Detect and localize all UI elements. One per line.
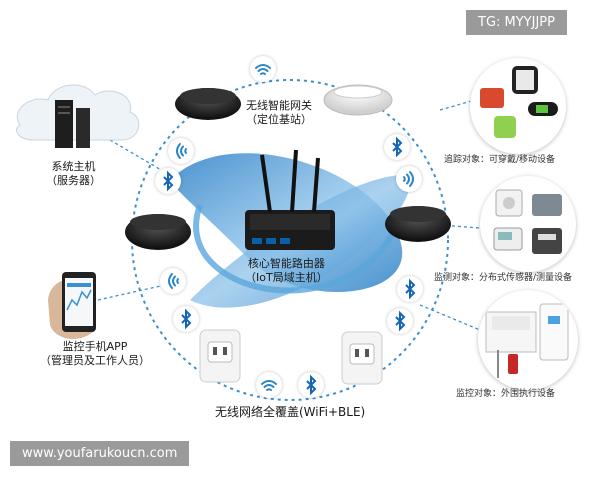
gateway-label-line1: 无线智能网关 [246, 99, 312, 112]
tracking-label: 追踪对象：可穿戴/移动设备 [444, 155, 556, 165]
monitoring-label: 监测对象：分布式传感器/测量设备 [434, 273, 573, 283]
gateway-black-left [125, 214, 191, 250]
router-label-line1: 核心智能路由器 [247, 257, 325, 270]
link-app [97, 284, 166, 301]
wifi-icon [168, 138, 194, 164]
app-label-line2: （管理员及工作人员） [40, 354, 150, 367]
wifi-icon [250, 56, 276, 82]
watermark-top: TG: MYYJJPP [466, 10, 567, 35]
coverage-label: 无线网络全覆盖(WiFi+BLE) [215, 405, 366, 419]
gateway-black-right [385, 206, 451, 242]
server-label: 系统主机 （服务器） [46, 160, 101, 188]
bluetooth-icon [298, 372, 324, 398]
wifi-icon [396, 166, 422, 192]
watermark-bottom: www.youfarukoucn.com [10, 441, 190, 466]
orbit-swoosh-3 [193, 203, 399, 294]
bluetooth-icon [155, 168, 181, 194]
gateway-black-top [175, 88, 241, 120]
wifi-icon [256, 372, 282, 398]
gateway-white [323, 84, 393, 116]
router-label: 核心智能路由器 （IoT局域主机） [245, 257, 328, 285]
router-image [245, 149, 335, 250]
app-label-line1: 监控手机APP [62, 340, 128, 353]
phone-app-image [48, 272, 96, 340]
link-tracking [439, 99, 476, 111]
bluetooth-icon [384, 134, 410, 160]
server-label-line2: （服务器） [46, 174, 101, 187]
app-label: 监控手机APP （管理员及工作人员） [40, 340, 150, 368]
link-control [419, 304, 481, 331]
router-label-line2: （IoT局域主机） [245, 271, 328, 284]
monitoring-devices-image [480, 176, 576, 272]
server-label-line1: 系统主机 [51, 160, 96, 173]
tracking-devices-image [470, 58, 566, 154]
cloud-server-image [16, 84, 140, 148]
control-devices-image [478, 290, 578, 390]
gateway-label-line2: （定位基站） [246, 113, 312, 126]
smart-plug-left [199, 329, 241, 383]
wifi-icon [160, 268, 186, 294]
bluetooth-icon [173, 306, 199, 332]
smart-plug-right [341, 331, 383, 385]
gateway-label: 无线智能网关 （定位基站） [246, 99, 312, 127]
bluetooth-icon [397, 276, 423, 302]
control-label: 监控对象：外围执行设备 [456, 389, 556, 399]
bluetooth-icon [387, 308, 413, 334]
